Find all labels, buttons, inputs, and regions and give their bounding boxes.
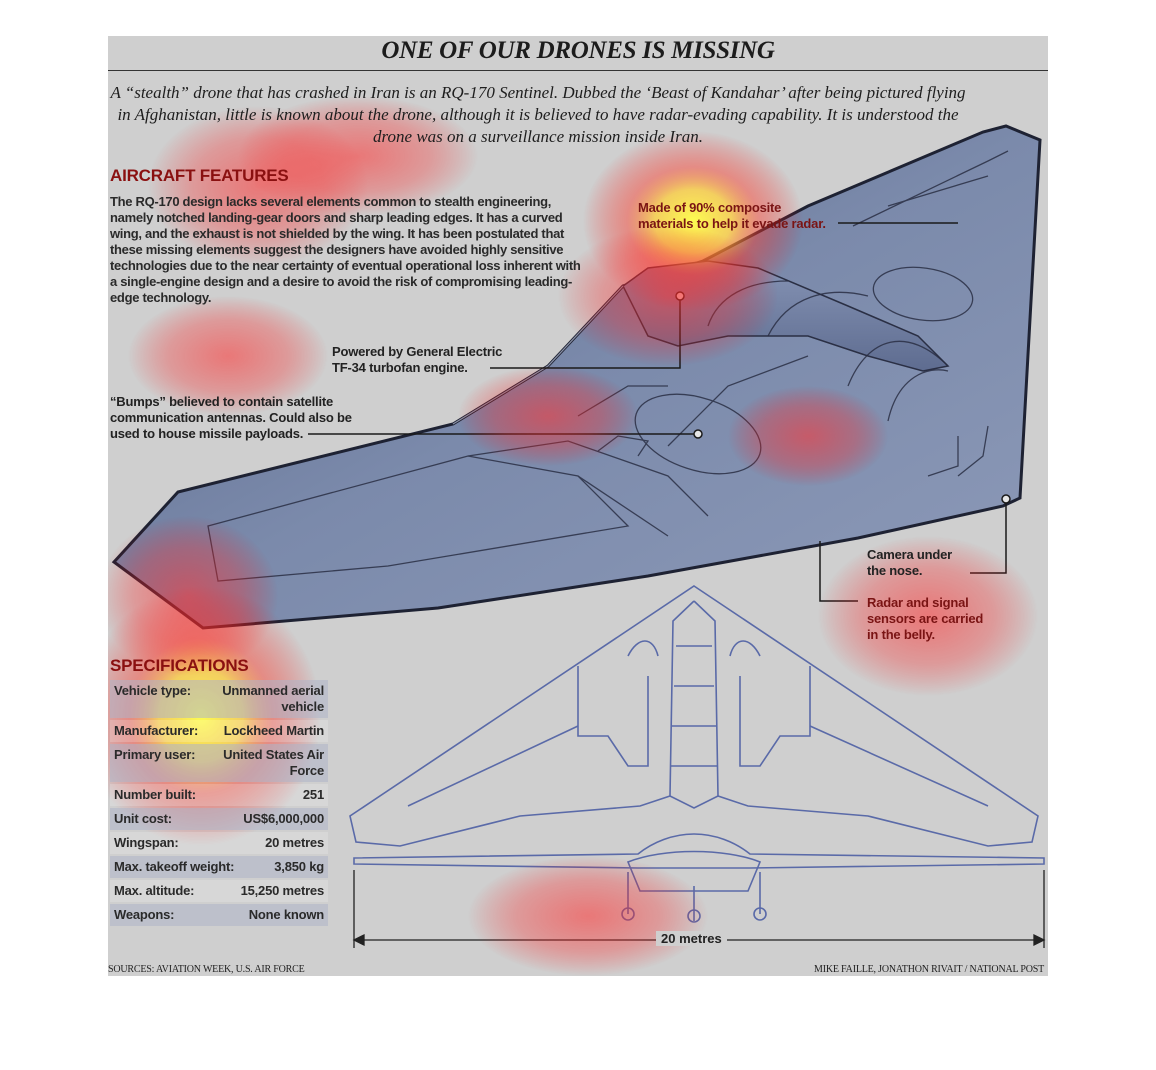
spec-value: 15,250 metres	[240, 883, 325, 898]
aircraft-features-text: The RQ-170 design lacks several elements…	[110, 194, 581, 305]
spec-row: Weapons: None known	[110, 904, 328, 926]
callout-camera: Camera under the nose.	[867, 547, 953, 578]
spec-value: US$6,000,000	[243, 811, 324, 826]
spec-row: Vehicle type: Unmanned aerial vehicle	[110, 680, 328, 718]
spec-label: Number built:	[114, 787, 196, 802]
spec-label: Weapons:	[114, 907, 175, 922]
callout-radar: Radar and signal sensors are carried in …	[867, 595, 984, 642]
callout-bumps: “Bumps” believed to contain satellite co…	[110, 394, 352, 441]
spec-label: Max. altitude:	[114, 883, 195, 898]
callout-engine: Powered by General Electric TF-34 turbof…	[332, 344, 503, 375]
spec-value: Lockheed Martin	[223, 723, 324, 738]
spec-row: Manufacturer: Lockheed Martin	[110, 720, 328, 742]
spec-value: 251	[302, 787, 324, 802]
callout-composite: Made of 90% composite materials to help …	[638, 200, 826, 231]
spec-value: Unmanned aerial vehicle	[222, 683, 324, 714]
spec-value: None known	[248, 907, 324, 922]
spec-label: Vehicle type:	[114, 683, 191, 698]
spec-label: Unit cost:	[114, 811, 172, 826]
spec-value: 3,850 kg	[274, 859, 324, 874]
spec-label: Primary user:	[114, 747, 196, 762]
spec-label: Manufacturer:	[114, 723, 199, 738]
spec-row: Wingspan: 20 metres	[110, 832, 328, 854]
spec-row: Primary user: United States Air Force	[110, 744, 328, 782]
drone-plan-view	[349, 585, 1046, 948]
spec-row: Unit cost: US$6,000,000	[110, 808, 328, 830]
sources-footer: SOURCES: AVIATION WEEK, U.S. AIR FORCE	[108, 964, 305, 975]
credit-footer: MIKE FAILLE, JONATHON RIVAIT / NATIONAL …	[814, 964, 1044, 975]
spec-label: Max. takeoff weight:	[114, 859, 235, 874]
aircraft-features-heading: AIRCRAFT FEATURES	[110, 166, 289, 185]
intro-text: A “stealth” drone that has crashed in Ir…	[110, 83, 966, 146]
spec-value: United States Air Force	[223, 747, 324, 778]
infographic: ONE OF OUR DRONES IS MISSING A “stealth”…	[108, 36, 1048, 976]
plan-outline	[349, 585, 1039, 847]
spec-value: 20 metres	[265, 835, 324, 850]
spec-row: Number built: 251	[110, 784, 328, 806]
spec-row: Max. altitude: 15,250 metres	[110, 880, 328, 902]
page-title: ONE OF OUR DRONES IS MISSING	[381, 37, 775, 64]
specifications-heading: SPECIFICATIONS	[110, 656, 249, 675]
scale-label: 20 metres	[656, 931, 727, 946]
spec-row: Max. takeoff weight: 3,850 kg	[110, 856, 328, 878]
spec-label: Wingspan:	[114, 835, 179, 850]
title-rule	[108, 70, 1048, 71]
